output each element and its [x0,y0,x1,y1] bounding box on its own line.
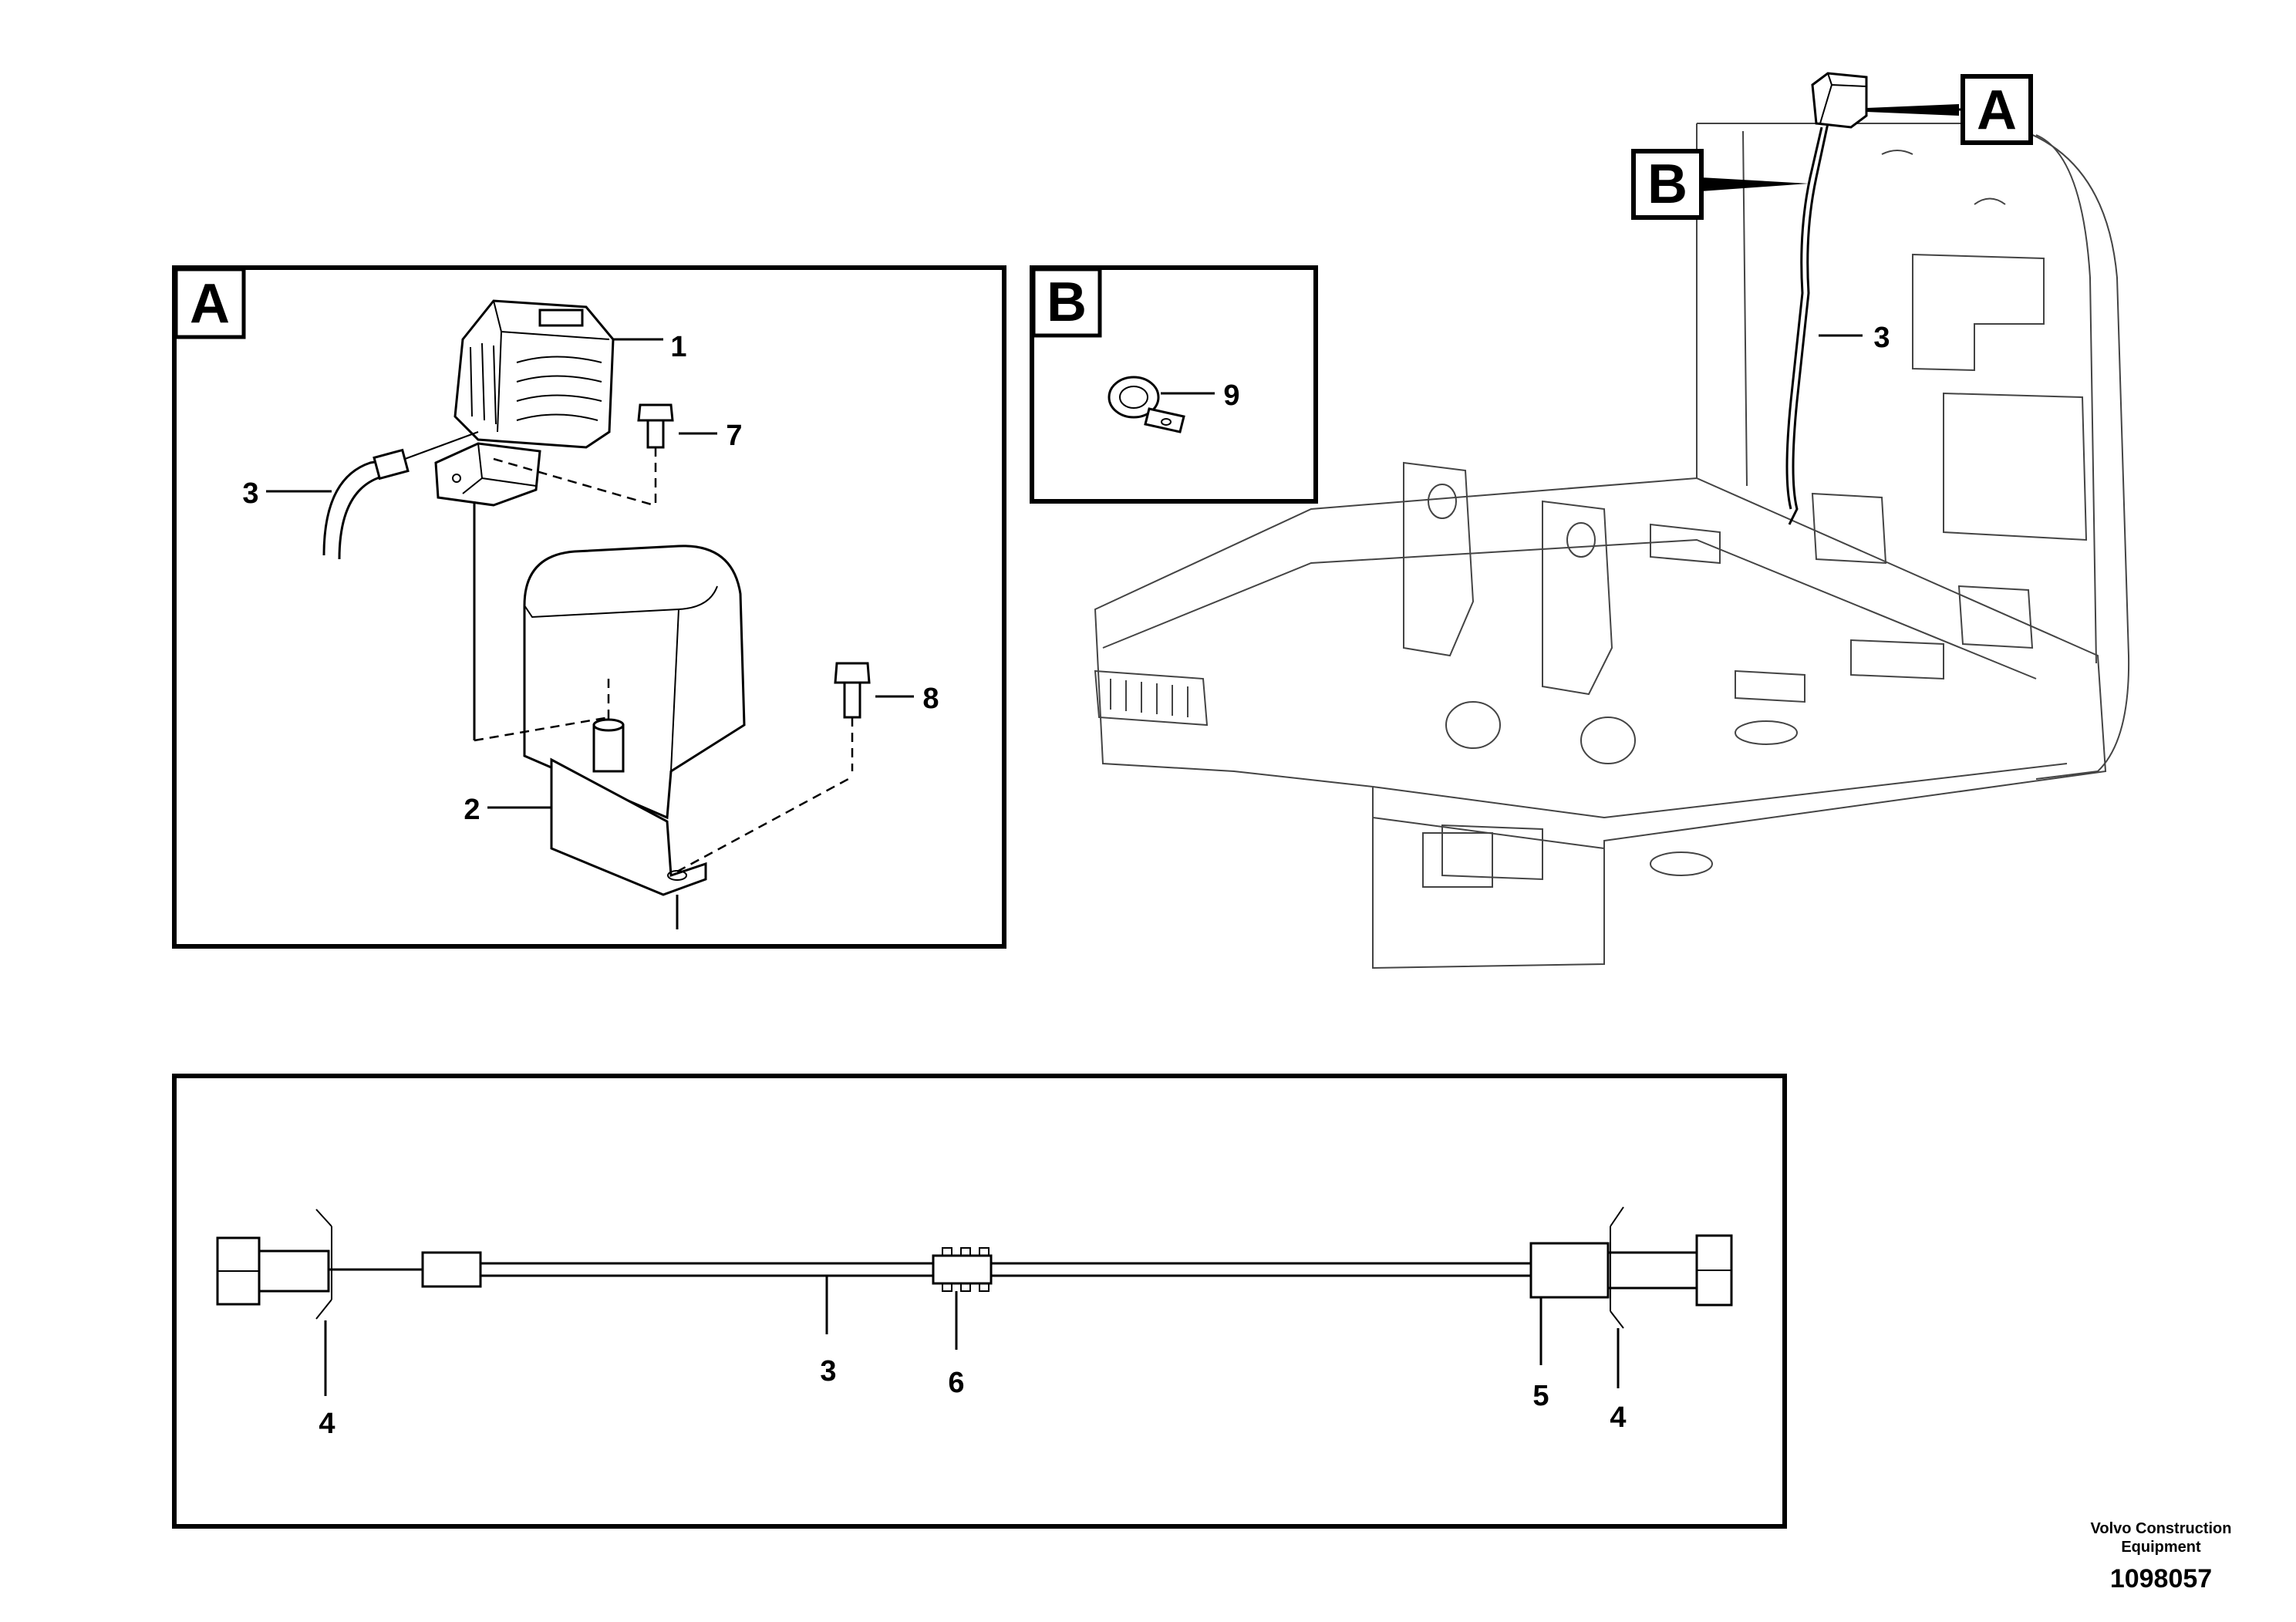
detail-a-letter: A [190,273,230,335]
callout-2: 2 [464,794,480,826]
callout-8: 8 [922,683,939,715]
detail-a-letter-box [174,267,246,339]
overview-callout-b-letter: B [1647,153,1687,215]
publisher-line-2: Equipment [2121,1539,2201,1556]
callout-3-detail-a: 3 [242,477,258,510]
screw-part-8 [834,662,914,771]
cable-connector [266,431,479,560]
harness-frame [172,1074,1787,1529]
cable-clamp-part-9 [1108,376,1215,433]
right-connector [1529,1206,1733,1388]
callout-7: 7 [726,420,742,452]
overview-callout-a: A [1866,74,2033,145]
callout-3-harness: 3 [820,1355,836,1388]
detail-view-b: B 9 [1030,265,1318,504]
mounting-bracket-part-2 [487,757,849,929]
callout-3-overview: 3 [1873,322,1890,354]
footer: Volvo Construction Equipment 1098057 [2091,1520,2232,1593]
lamp-guard-cover [474,545,746,820]
left-connector [216,1209,332,1396]
callout-1: 1 [670,331,686,363]
detail-b-letter: B [1047,271,1087,333]
machine-overview: A B 3 [1094,72,2130,969]
detail-view-a: A [172,265,1006,949]
screw-part-7 [637,403,717,505]
callout-4-right: 4 [1610,1401,1626,1434]
drawing-number: 1098057 [2110,1564,2212,1593]
harness-view: 4 3 6 5 4 [172,1074,1787,1529]
callout-9: 9 [1223,379,1239,412]
detail-b-letter-box [1031,267,1102,338]
callout-6: 6 [948,1367,964,1399]
detail-b-frame [1030,265,1318,504]
overview-callout-b: B [1631,149,1809,220]
work-lamp-part [453,299,663,449]
publisher-line-1: Volvo Construction [2091,1520,2232,1537]
detail-a-frame [172,265,1006,949]
callout-4-left: 4 [319,1408,335,1440]
callout-5: 5 [1532,1380,1549,1412]
lamp-bracket [434,442,655,740]
overview-callout-a-letter: A [1977,79,2017,141]
